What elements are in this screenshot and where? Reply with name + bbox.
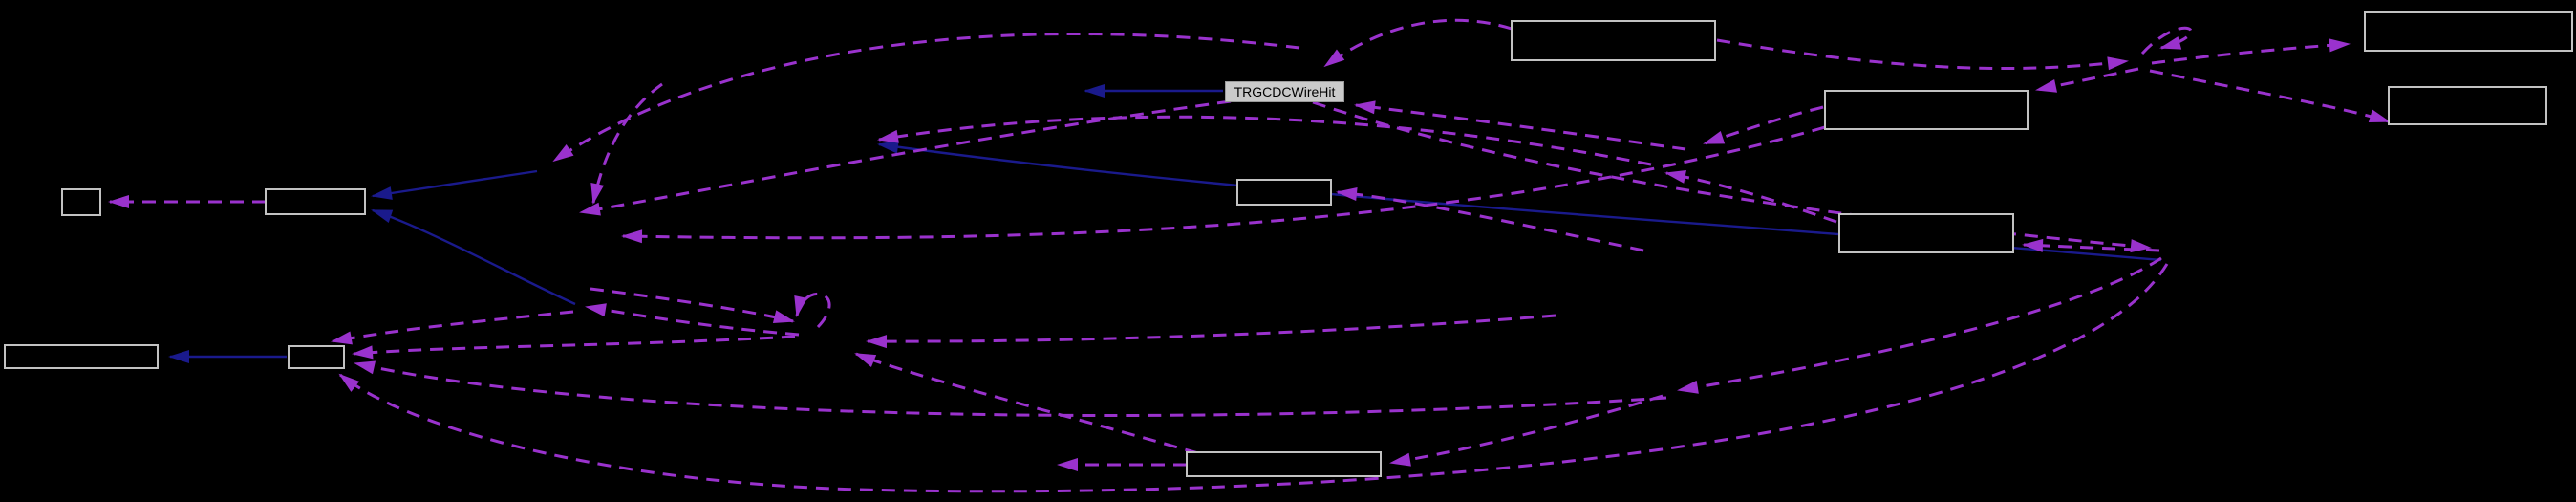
edge-use-arc-into-jtop xyxy=(1716,38,2129,71)
edge-use-into-central-top xyxy=(1323,18,1513,68)
edge-use-long-bottom xyxy=(354,360,1667,417)
edge-use-j6-to-bsmall xyxy=(331,310,574,345)
edge-use-into-central-rt xyxy=(1354,100,1686,151)
node-bottom-left-wide[interactable] xyxy=(4,344,159,369)
edge-use-into-middle xyxy=(1336,187,1644,252)
edge-use-rmid-to-hub xyxy=(1664,170,1837,224)
edge-use-jtop-to-frsecond xyxy=(2149,69,2391,123)
edge-use-selfloop-jtop xyxy=(2140,26,2193,55)
node-far-right-second[interactable] xyxy=(2388,86,2547,125)
edge-inherit-into-left-a xyxy=(371,169,538,200)
node-middle[interactable] xyxy=(1236,179,1332,206)
edge-use-j6-to-j5 xyxy=(590,287,795,323)
node-left-small[interactable] xyxy=(61,188,101,216)
edges-layer xyxy=(108,18,2391,493)
node-bottom-left-small[interactable] xyxy=(288,345,345,369)
edge-use-jtop-to-frtop xyxy=(2151,38,2351,65)
edge-use-arc-top-left xyxy=(552,32,1300,163)
edge-inherit-into-left-b xyxy=(371,208,576,306)
edge-use-botmid-to-j5 xyxy=(854,352,1199,455)
edge-use-j10-to-botmid xyxy=(1389,394,1664,467)
edge-use-j9-to-rightmid xyxy=(2022,238,2160,252)
node-bottom-middle[interactable] xyxy=(1186,451,1382,477)
nodes-layer xyxy=(4,11,2573,477)
edge-use-rupper-to-hub xyxy=(1703,105,1824,145)
edge-use-central-to-j9 xyxy=(1312,100,2152,253)
edge-use-flat-into-j5 xyxy=(866,314,1556,349)
node-right-upper[interactable] xyxy=(1824,90,2029,130)
edge-use-jtop-to-rupper xyxy=(2035,67,2139,93)
edge-use-long-mid xyxy=(621,125,1826,244)
edge-use-j5-to-j6 xyxy=(585,303,800,337)
edge-use-diag-junction xyxy=(579,99,1232,216)
edge-use-vert-junction xyxy=(590,82,663,205)
edge-use-j5-to-bsmall xyxy=(352,335,796,360)
edge-use-selfloop-j5 xyxy=(794,292,831,329)
node-top-right[interactable] xyxy=(1511,20,1716,61)
edge-use-giant-bottom-arc xyxy=(338,263,2169,493)
edge-use-hub-to-j4 xyxy=(877,115,1652,166)
node-right-mid[interactable] xyxy=(1838,213,2014,253)
edge-use-j9-to-j10 xyxy=(1677,256,2162,394)
node-left[interactable] xyxy=(265,188,366,215)
node-far-right-top[interactable] xyxy=(2364,11,2573,52)
node-trgcdcwirehit[interactable]: TRGCDCWireHit xyxy=(1225,81,1344,102)
